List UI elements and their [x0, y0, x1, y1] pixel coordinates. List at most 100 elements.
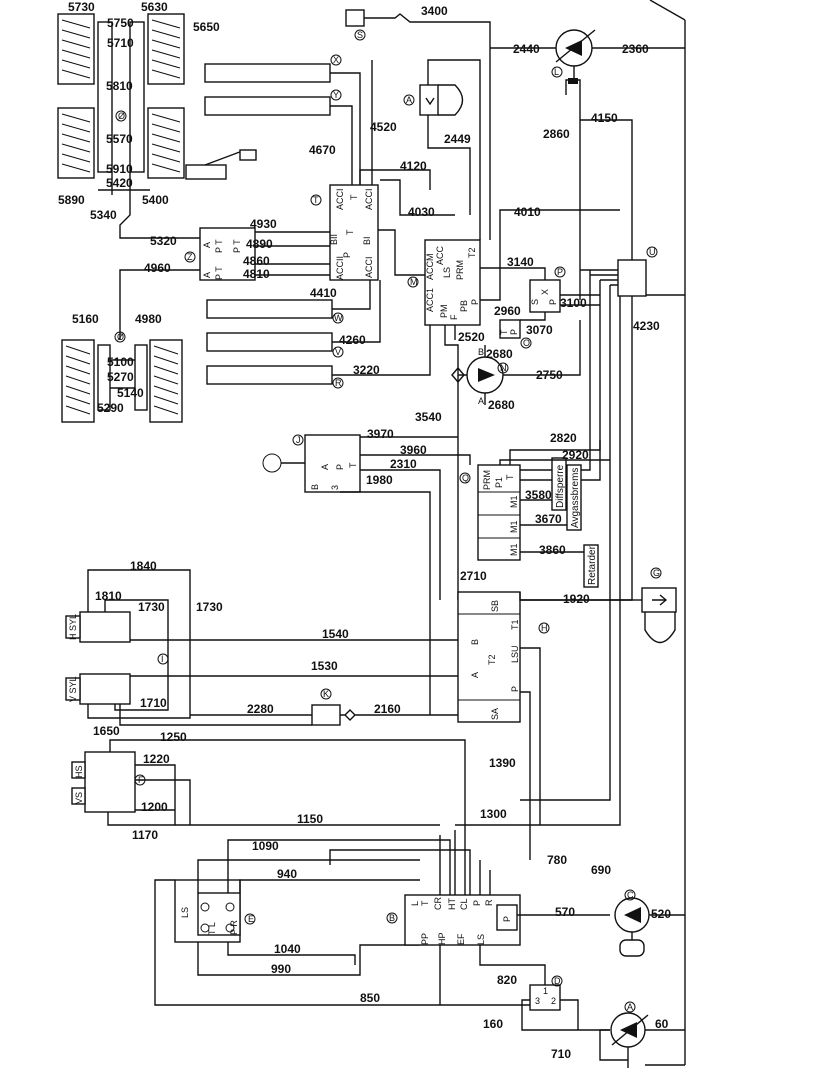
- pump-C-motor: [619, 939, 645, 957]
- component-letter-K: K: [323, 689, 329, 699]
- port-B-P2: P: [502, 916, 512, 922]
- port-Q-M1c: M1: [509, 543, 519, 556]
- wire-60: 60: [655, 1017, 669, 1031]
- wire-780: 780: [547, 853, 567, 867]
- component-letter-N: N: [500, 363, 507, 373]
- port-B-L: L: [410, 901, 420, 906]
- cylinders-I: H SYL V SYL I: [65, 569, 458, 719]
- port-Q-M1b: M1: [509, 520, 519, 533]
- wire-3400: 3400: [421, 4, 448, 18]
- wire-710: 710: [551, 1047, 571, 1061]
- valve-H: H SB T1 B LSU T2 A P SA: [457, 591, 632, 860]
- sensor-S: S: [345, 9, 491, 240]
- label-H-SYL: H SYL: [68, 614, 78, 640]
- wire-4810: 4810: [243, 267, 270, 281]
- wire-1840: 1840: [130, 559, 157, 573]
- wire-4930: 4930: [250, 217, 277, 231]
- port-D-1: 1: [543, 986, 548, 996]
- component-letter-D: D: [554, 976, 561, 986]
- port-P-X: X: [540, 289, 550, 295]
- wire-1810: 1810: [95, 589, 122, 603]
- port-T-BI: BI: [362, 236, 372, 245]
- wire-5400: 5400: [142, 193, 169, 207]
- wire-2360: 2360: [622, 42, 649, 56]
- wire-4860: 4860: [243, 254, 270, 268]
- pump-N: N B A: [451, 320, 581, 406]
- wire-3100: 3100: [560, 296, 587, 310]
- port-B-PP: PP: [420, 933, 430, 945]
- port-F-VS: VS: [74, 792, 84, 804]
- component-letter-G: G: [653, 568, 660, 578]
- circle-V: [332, 346, 344, 358]
- wire-2440: 2440: [513, 42, 540, 56]
- wire-2310: 2310: [390, 457, 417, 471]
- port-H-T1: T1: [510, 619, 520, 630]
- front-cyl-right: [129, 21, 145, 173]
- wheel-tl: [57, 13, 95, 85]
- circle-R: [332, 377, 344, 389]
- wire-4960: 4960: [144, 261, 171, 275]
- valve-O: O T P: [499, 319, 532, 349]
- wire-5910: 5910: [106, 162, 133, 176]
- port-J-T: T: [348, 462, 358, 468]
- pedal: [239, 149, 257, 161]
- port-Z-PT2: P T: [232, 239, 242, 253]
- wire-570: 570: [555, 905, 575, 919]
- wire-1390: 1390: [489, 756, 516, 770]
- rear-wheel-group: Ø: [61, 331, 183, 423]
- pump-L: L: [490, 29, 685, 300]
- wire-2920: 2920: [562, 448, 589, 462]
- wire-5650: 5650: [193, 20, 220, 34]
- port-H-A: A: [470, 672, 480, 678]
- port-M-ACC1: ACC1: [425, 288, 435, 312]
- wheel-br: [147, 107, 185, 179]
- wire-2280: 2280: [247, 702, 274, 716]
- wire-3140: 3140: [507, 255, 534, 269]
- wire-5810: 5810: [106, 79, 133, 93]
- port-B-R: R: [484, 899, 494, 906]
- port-T-P: P: [342, 252, 352, 258]
- wire-4410: 4410: [310, 286, 337, 300]
- wire-160: 160: [483, 1017, 503, 1031]
- wire-3070: 3070: [526, 323, 553, 337]
- wire-2860: 2860: [543, 127, 570, 141]
- component-letter-A-acc: A: [406, 95, 412, 105]
- component-letter-R: R: [335, 378, 342, 388]
- port-J-A: A: [320, 464, 330, 470]
- wire-1650: 1650: [93, 724, 120, 738]
- wire-2520: 2520: [458, 330, 485, 344]
- port-B-P: P: [472, 900, 482, 906]
- wire-3860: 3860: [539, 543, 566, 557]
- pedal-base: [185, 164, 227, 180]
- wire-1150: 1150: [297, 812, 323, 826]
- wire-1730b: 1730: [196, 600, 223, 614]
- port-H-P: P: [510, 686, 520, 692]
- port-T-ACCI3: ACCI: [364, 256, 374, 278]
- port-M-PM: PM: [439, 305, 449, 319]
- wire-2960: 2960: [494, 304, 521, 318]
- wire-850: 850: [360, 991, 380, 1005]
- port-Q-P1: P1: [494, 477, 504, 488]
- port-M-LS: LS: [442, 267, 452, 278]
- valve-T: T ACCI T ACCI BII T BI P ACCII ACCI: [310, 60, 455, 281]
- valve-M: M ACC ACCM LS PRM T2 ACC1 PM F PB P: [407, 209, 620, 600]
- port-Q-PRM: PRM: [482, 470, 492, 490]
- port-J-P: P: [335, 464, 345, 470]
- component-letter-Z: Z: [187, 252, 193, 262]
- front-wheel-group: Ø: [57, 13, 257, 239]
- port-H-T2: T2: [487, 654, 497, 665]
- port-H-B: B: [470, 639, 480, 645]
- wire-2449: 2449: [444, 132, 471, 146]
- port-H-LSU: LSU: [510, 645, 520, 663]
- port-M-PRM: PRM: [455, 260, 465, 280]
- wire-1040: 1040: [274, 942, 301, 956]
- wire-5570: 5570: [106, 132, 133, 146]
- port-Q-T: T: [505, 474, 515, 480]
- wire-1300: 1300: [480, 807, 507, 821]
- wire-4980: 4980: [135, 312, 162, 326]
- wire-4670: 4670: [309, 143, 336, 157]
- wire-5890: 5890: [58, 193, 85, 207]
- rear-cyl-left: [97, 344, 111, 411]
- valve-D: D 3 1 2: [521, 975, 610, 1031]
